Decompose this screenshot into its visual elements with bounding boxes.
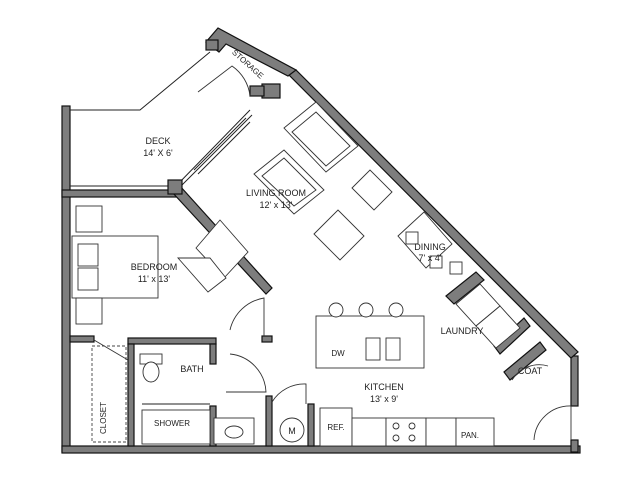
closet-outline [91,345,127,443]
closet-label: CLOSET [99,402,108,434]
kitchen-fixtures [279,302,495,447]
bath-label: BATH [180,364,203,374]
deck-outline [70,51,253,187]
exterior-walls [61,27,581,454]
sliding-door [193,117,251,175]
pantry-label: PAN. [461,431,479,440]
bedroom-dims: 11' x 13' [138,274,171,284]
doors [93,65,572,441]
dining-dims: 7' x 4' [419,253,442,263]
deck-dims: 14' X 6' [143,148,173,158]
laundry-machines [455,283,521,349]
living-room-dims: 12' x 13' [260,200,293,210]
deck-label: DECK [145,136,170,146]
dishwasher-label: DW [331,349,345,358]
bedroom-label: BEDROOM [131,262,178,272]
bedroom-furniture [71,205,249,325]
living-room-label: LIVING ROOM [246,188,306,198]
kitchen-label: KITCHEN [364,382,404,392]
shower-label: SHOWER [154,419,190,428]
dining-label: DINING [414,242,446,252]
bath-fixtures [139,353,255,445]
coat-label: COAT [518,366,543,376]
refrigerator-label: REF. [327,423,344,432]
fixture-labels: DW REF. PAN. M [288,349,479,440]
kitchen-dims: 13' x 9' [370,394,398,404]
living-furniture [253,101,463,275]
mechanical-label: M [288,426,296,436]
laundry-label: LAUNDRY [441,326,484,336]
